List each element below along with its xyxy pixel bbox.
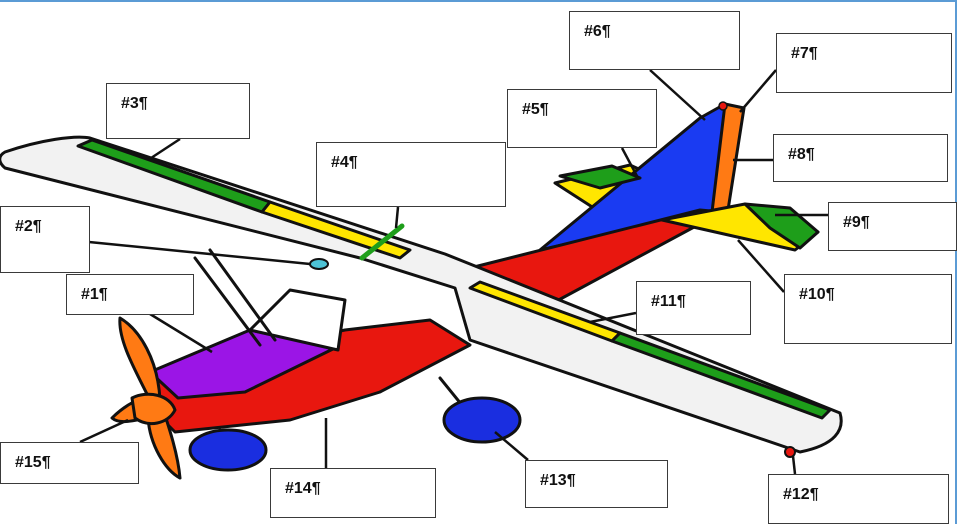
callout-13-text: #13¶ (540, 472, 576, 489)
callout-3: #3¶ (106, 83, 250, 139)
leader-line-1 (149, 312, 213, 354)
callout-5: #5¶ (507, 89, 657, 148)
callout-13: #13¶ (525, 460, 668, 508)
wing-antenna (359, 223, 405, 261)
callout-7-text: #7¶ (791, 45, 818, 62)
pitot-tube (309, 258, 329, 270)
spinner (130, 392, 177, 426)
callout-2-text: #2¶ (15, 218, 42, 235)
frame-border-right (955, 0, 957, 524)
main-wheel (442, 396, 522, 444)
leader-line-4 (394, 206, 400, 229)
callout-11-text: #11¶ (651, 293, 686, 310)
callout-5-text: #5¶ (522, 101, 549, 118)
callout-4: #4¶ (316, 142, 506, 207)
left-flap (260, 200, 412, 260)
callout-6-text: #6¶ (584, 23, 611, 40)
callout-12-text: #12¶ (783, 486, 819, 503)
leader-line-2 (88, 240, 311, 266)
leader-line-5 (620, 147, 640, 179)
callout-10: #10¶ (784, 274, 952, 344)
callout-1-text: #1¶ (81, 286, 108, 303)
callout-12: #12¶ (768, 474, 949, 524)
callout-14: #14¶ (270, 468, 436, 518)
callout-8-text: #8¶ (788, 146, 815, 163)
callout-9: #9¶ (828, 202, 957, 251)
wing-strut-2 (208, 248, 277, 342)
wing-strut (193, 256, 262, 347)
leader-line-11 (589, 311, 637, 324)
main-wing (0, 135, 843, 454)
tail-light (718, 101, 728, 111)
callout-4-text: #4¶ (331, 154, 358, 171)
right-aileron (610, 331, 832, 420)
wingtip-nav-light (784, 446, 796, 458)
callout-7: #7¶ (776, 33, 952, 93)
cockpit (148, 328, 337, 400)
frame-border-top (0, 0, 957, 2)
callout-15: #15¶ (0, 442, 139, 484)
right-elevator (743, 202, 820, 250)
callout-14-text: #14¶ (285, 480, 321, 497)
callout-2: #2¶ (0, 206, 90, 273)
callout-3-text: #3¶ (121, 95, 148, 112)
nose-wheel (188, 428, 268, 472)
callout-9-text: #9¶ (843, 214, 870, 231)
callout-8: #8¶ (773, 134, 948, 182)
leader-line-15 (79, 418, 129, 444)
left-elevator (558, 164, 642, 190)
callout-10-text: #10¶ (799, 286, 835, 303)
leader-line-12 (791, 455, 797, 475)
leader-line-7 (739, 69, 777, 113)
leader-line-3 (147, 137, 181, 162)
callout-15-text: #15¶ (15, 454, 51, 471)
leader-line-6 (649, 69, 706, 121)
leader-lines (79, 69, 828, 475)
callout-6: #6¶ (569, 11, 740, 70)
callout-1: #1¶ (66, 274, 194, 315)
windshield (248, 288, 347, 352)
leader-line-13 (494, 431, 529, 461)
leader-line-10 (737, 239, 785, 293)
callout-11: #11¶ (636, 281, 751, 335)
